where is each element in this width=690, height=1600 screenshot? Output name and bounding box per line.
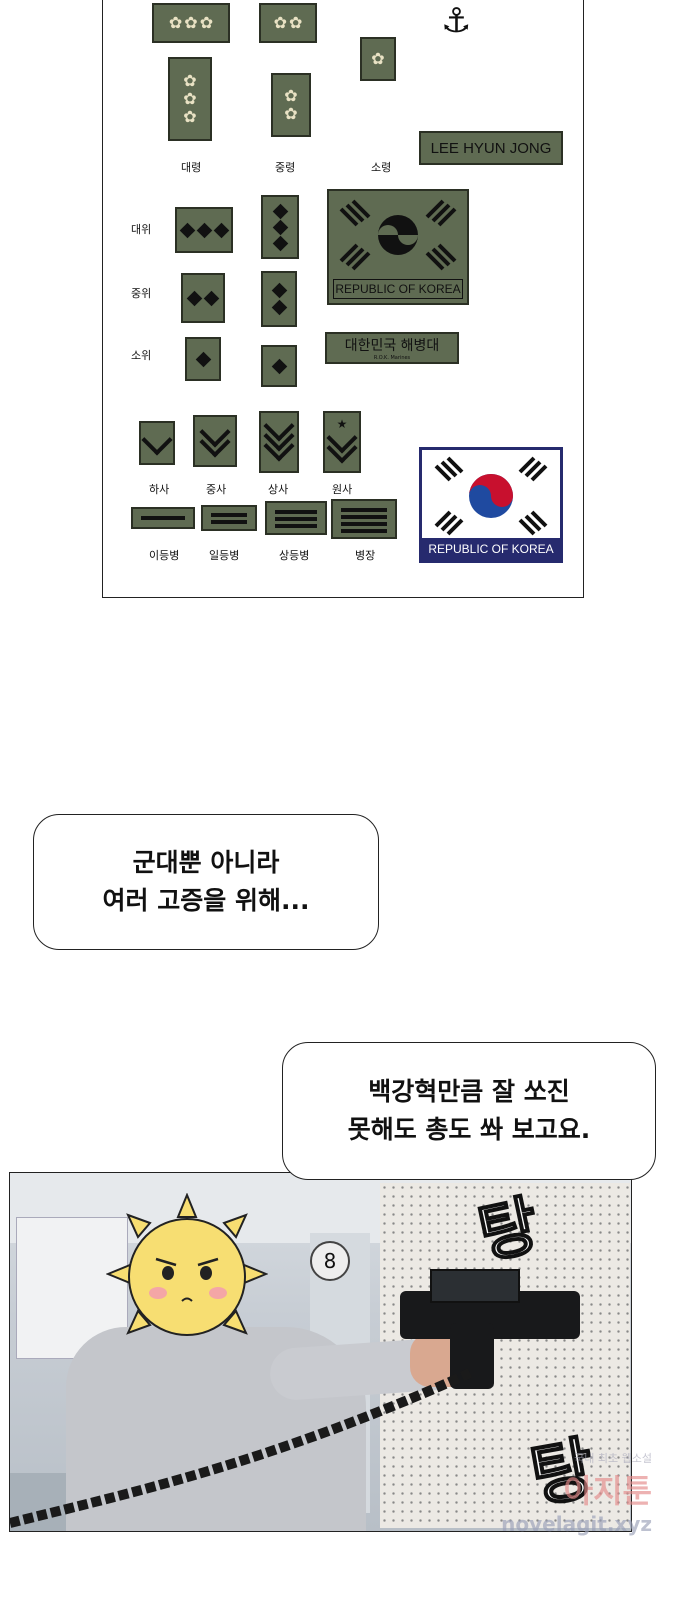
bubble-2-line-2: 못해도 총도 쏴 보고요. bbox=[347, 1115, 591, 1144]
rank-label-major: 소령 bbox=[371, 161, 392, 174]
rank-label-master-sgt: 상사 bbox=[268, 483, 289, 496]
watermark-line-2: 아지툰 bbox=[563, 1472, 652, 1510]
staff-sgt-patch bbox=[139, 421, 175, 465]
rank-label-sgt-major: 원사 bbox=[332, 483, 353, 496]
marines-patch-sub: R.O.K. Marines bbox=[373, 355, 411, 361]
marines-patch-title: 대한민국 해병대 bbox=[344, 338, 440, 354]
rank-label-sergeant: 병장 bbox=[355, 549, 376, 562]
speech-bubble-1: 군대뿐 아니라 여러 고증을 위해... bbox=[33, 814, 379, 950]
bubble-1-line-1: 군대뿐 아니라 bbox=[132, 848, 280, 877]
private-2-patch bbox=[131, 507, 195, 529]
major-patch: ✿ bbox=[360, 37, 396, 81]
sgt-major-patch: ★ bbox=[323, 411, 361, 473]
lt-colonel-patch: ✿✿ bbox=[259, 3, 317, 43]
watermark-line-1: 국내 최초 웹소설 bbox=[574, 1452, 652, 1465]
second-lt-collar-patch bbox=[261, 345, 297, 387]
cartoon-sun-face-sticker bbox=[105, 1192, 269, 1355]
marine-emblem-icon: ⚓ bbox=[441, 1, 472, 41]
korean-flag-icon bbox=[434, 456, 548, 536]
bubble-1-line-2: 여러 고증을 위해... bbox=[102, 886, 310, 915]
rank-label-corporal: 상등병 bbox=[279, 549, 310, 562]
captain-patch bbox=[175, 207, 233, 253]
master-sgt-patch bbox=[259, 410, 299, 473]
color-flag-caption: REPUBLIC OF KOREA bbox=[422, 538, 560, 560]
rank-label-private-1: 일등병 bbox=[209, 549, 240, 562]
colonel-patch: ✿✿✿ bbox=[152, 3, 230, 43]
marines-patch: 대한민국 해병대 R.O.K. Marines bbox=[325, 332, 459, 364]
private-1-patch bbox=[201, 505, 257, 531]
name-tag-patch: LEE HYUN JONG bbox=[419, 131, 563, 165]
olive-flag-caption: REPUBLIC OF KOREA bbox=[333, 279, 463, 299]
taegeuk-flag-icon bbox=[339, 199, 457, 271]
pistol-sensor-box bbox=[430, 1269, 520, 1303]
rank-label-sgt-first: 중사 bbox=[206, 483, 227, 496]
sergeant-patch bbox=[331, 499, 397, 539]
bubble-2-line-1: 백강혁만큼 잘 쏘진 bbox=[368, 1077, 570, 1106]
rank-label-staff-sgt: 하사 bbox=[149, 483, 170, 496]
star-icon: ★ bbox=[336, 417, 348, 431]
second-lt-patch bbox=[185, 337, 221, 381]
shooting-range-photo: 8 탕 탕 bbox=[9, 1172, 632, 1532]
rank-label-colonel: 대령 bbox=[181, 161, 202, 174]
lane-number-sign: 8 bbox=[310, 1241, 350, 1281]
site-watermark: 국내 최초 웹소설 아지툰 novelagit.xyz bbox=[501, 1450, 652, 1536]
speech-bubble-2: 백강혁만큼 잘 쏘진 못해도 총도 쏴 보고요. bbox=[282, 1042, 656, 1180]
rank-label-private-2: 이등병 bbox=[149, 549, 180, 562]
rank-label-first-lt: 중위 bbox=[131, 287, 152, 300]
corporal-patch bbox=[265, 501, 327, 535]
captain-collar-patch bbox=[261, 195, 299, 259]
rank-label-lt-colonel: 중령 bbox=[275, 161, 296, 174]
watermark-line-3: novelagit.xyz bbox=[501, 1512, 652, 1536]
insignia-sheet: ✿✿✿ ✿✿ ✿ ⚓ ✿✿✿ ✿✿ 대령 중령 소령 LEE HYUN JONG… bbox=[102, 0, 584, 598]
colonel-collar-patch: ✿✿✿ bbox=[168, 57, 212, 141]
lt-colonel-collar-patch: ✿✿ bbox=[271, 73, 311, 137]
color-flag-patch: REPUBLIC OF KOREA bbox=[419, 447, 563, 563]
rank-label-captain: 대위 bbox=[131, 223, 152, 236]
first-lt-patch bbox=[181, 273, 225, 323]
tether-chain bbox=[10, 1368, 473, 1528]
sgt-first-patch bbox=[193, 415, 237, 467]
rank-label-second-lt: 소위 bbox=[131, 349, 152, 362]
first-lt-collar-patch bbox=[261, 271, 297, 327]
sun-face-icon bbox=[105, 1192, 269, 1336]
olive-flag-patch: REPUBLIC OF KOREA bbox=[327, 189, 469, 305]
